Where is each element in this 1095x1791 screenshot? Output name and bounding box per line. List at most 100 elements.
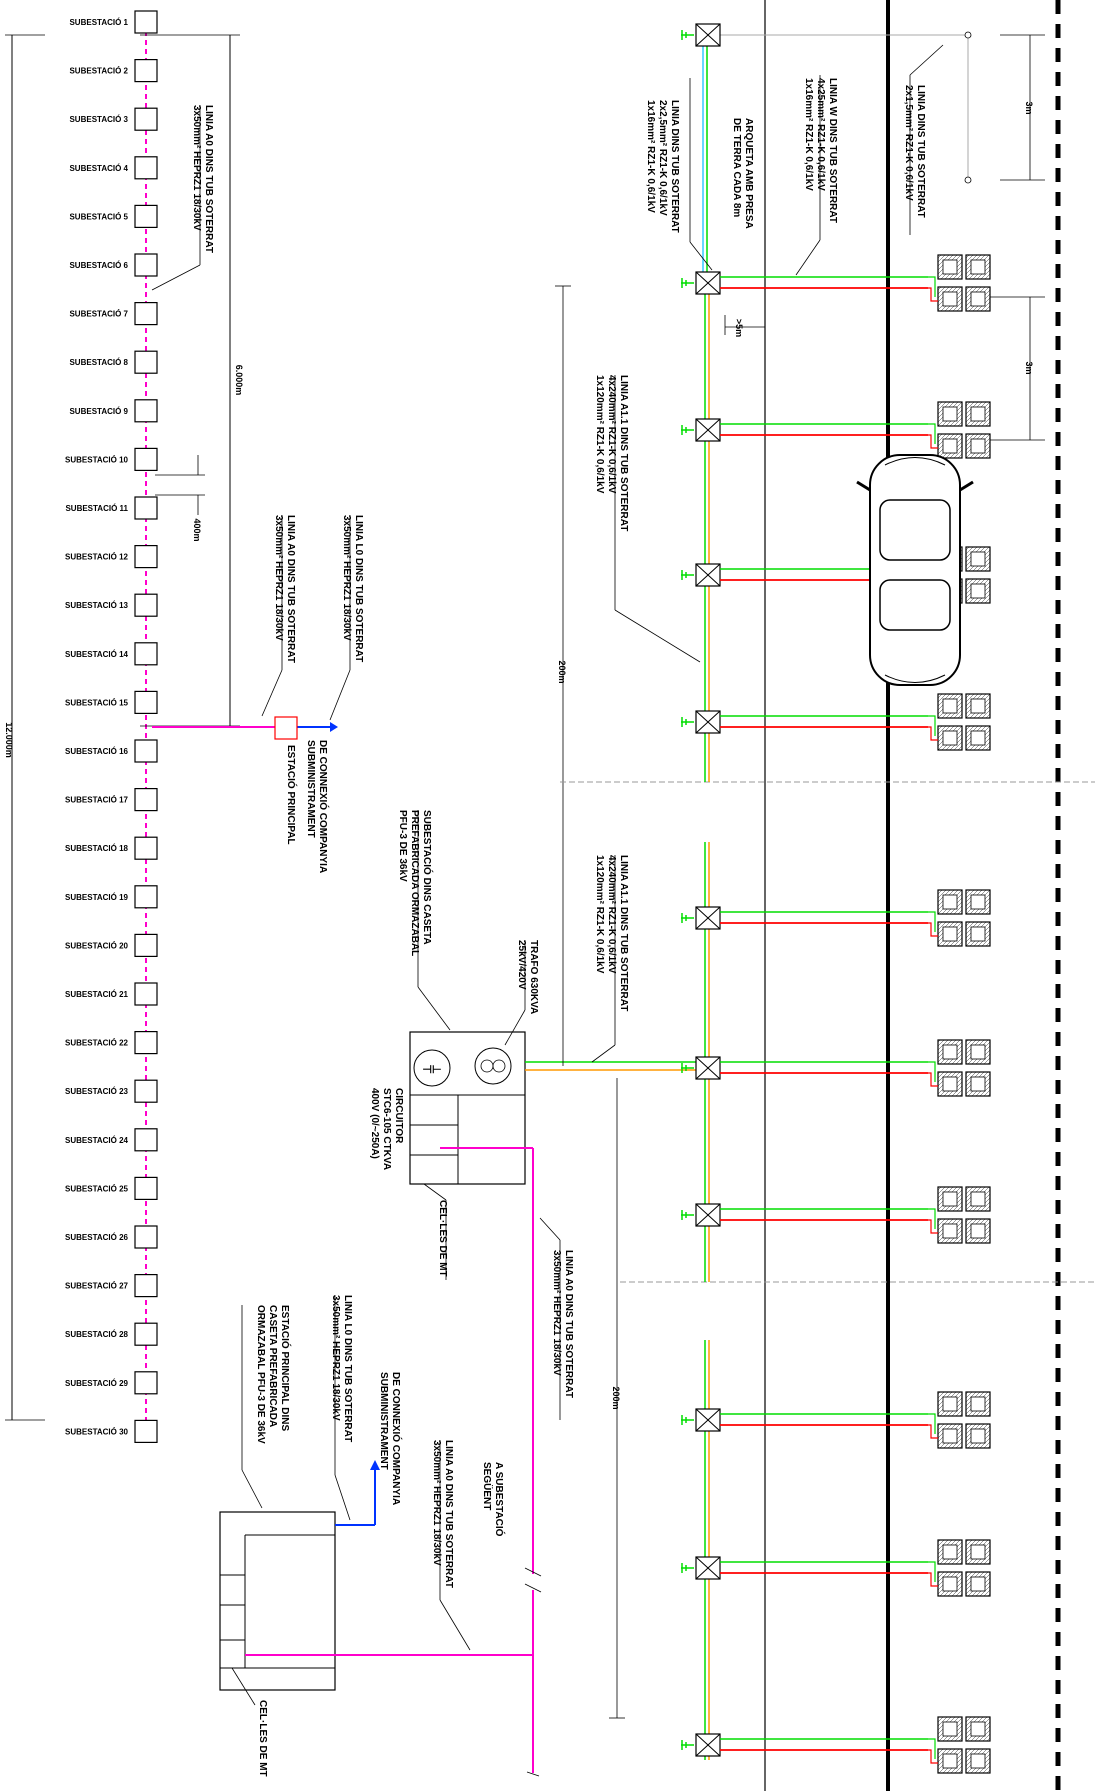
substation-label: SUBESTACIÓ 6 [69, 261, 128, 270]
substation-box [134, 1371, 158, 1395]
substation-label: SUBESTACIÓ 16 [65, 747, 129, 756]
svg-text:CEL·LES DE MT: CEL·LES DE MT [437, 1200, 448, 1277]
label-seguent: A SUBESTACIÓ SEGÜENT [481, 1462, 506, 1537]
svg-text:SUBMINISTRAMENT: SUBMINISTRAMENT [305, 740, 316, 838]
substation-label: SUBESTACIÓ 12 [65, 553, 129, 562]
lighting-pole [681, 1391, 991, 1449]
substation-box [134, 1225, 158, 1249]
svg-text:3x50mm² HEPRZ1 18/30kV: 3x50mm² HEPRZ1 18/30kV [191, 105, 202, 231]
svg-text:SEGÜENT: SEGÜENT [481, 1462, 494, 1510]
svg-text:LINIA L0 DINS TUB SOTERRAT: LINIA L0 DINS TUB SOTERRAT [342, 1295, 353, 1442]
label-a0-top: LINIA A0 DINS TUB SOTERRAT 3x50mm² HEPRZ… [191, 105, 214, 253]
substation-box [134, 496, 158, 520]
svg-text:LINIA A0 DINS TUB SOTERRAT: LINIA A0 DINS TUB SOTERRAT [203, 105, 214, 253]
label-linia-dins: LINIA DINS TUB SOTERRAT 2x2,5mm² RZ1-K 0… [645, 100, 680, 233]
substation-box [134, 982, 158, 1006]
substation-label: SUBESTACIÓ 15 [65, 698, 129, 707]
dimension-half-label: 6.000m [234, 365, 244, 396]
label-company-top: DE CONNEXIÓ COMPANYIA SUBMINISTRAMENT [305, 740, 330, 873]
substation-box [134, 156, 158, 180]
substation-label: SUBESTACIÓ 26 [65, 1233, 129, 1242]
svg-text:25kV/420V: 25kV/420V [516, 940, 527, 990]
circuitor-symbol [413, 1049, 451, 1087]
substation-box [134, 593, 158, 617]
svg-text:A SUBESTACIÓ: A SUBESTACIÓ [493, 1462, 506, 1537]
substation-label: SUBESTACIÓ 13 [65, 601, 129, 610]
substation-box [134, 690, 158, 715]
svg-text:3x50mm² HEPRZ1 18/30kV: 3x50mm² HEPRZ1 18/30kV [330, 1295, 341, 1421]
lighting-pole [681, 23, 721, 47]
svg-text:2x2,5mm² RZ1-K 0,6/1kV: 2x2,5mm² RZ1-K 0,6/1kV [657, 100, 668, 216]
svg-text:1x16mm² RZ1-K 0,6/1kV: 1x16mm² RZ1-K 0,6/1kV [803, 78, 814, 191]
dimension-box-gap: 3m [990, 296, 1045, 441]
svg-text:SUBESTACIÓ DINS CASETA: SUBESTACIÓ DINS CASETA [421, 810, 434, 945]
svg-text:LINIA A1.1 DINS TUB SOTERRAT: LINIA A1.1 DINS TUB SOTERRAT [618, 855, 629, 1011]
substation-box [134, 1079, 158, 1103]
dimension-total: 12.000m [4, 34, 45, 1421]
substation-label: SUBESTACIÓ 11 [65, 504, 128, 513]
svg-text:PFU-3 DE 36kV: PFU-3 DE 36kV [397, 810, 408, 882]
substation-box [134, 447, 158, 471]
substation-label: SUBESTACIÓ 9 [69, 407, 128, 416]
svg-text:STC6-105 CTKVA: STC6-105 CTKVA [381, 1088, 392, 1170]
substation-label: SUBESTACIÓ 4 [69, 164, 128, 173]
label-linia-a1-top: LINIA A1.1 DINS TUB SOTERRAT 4x240mm² RZ… [594, 375, 629, 531]
svg-text:1x16mm² RZ1-K 0,6/1kV: 1x16mm² RZ1-K 0,6/1kV [645, 100, 656, 213]
svg-text:LINIA A0 DINS TUB SOTERRAT: LINIA A0 DINS TUB SOTERRAT [443, 1440, 454, 1588]
dimension-total-label: 12.000m [4, 722, 14, 758]
label-company-bottom: DE CONNEXIÓ COMPANYIA SUBMINISTRAMENT [378, 1372, 403, 1505]
substation-box [134, 885, 158, 909]
label-l0-top: LINIA L0 DINS TUB SOTERRAT 3x50mm² HEPRZ… [341, 515, 364, 662]
substation-caseta: ⊣⊢ [409, 1031, 526, 1185]
substation-label: SUBESTACIÓ 27 [65, 1282, 129, 1291]
substation-label: SUBESTACIÓ 30 [65, 1427, 129, 1436]
substation-label: SUBESTACIÓ 22 [65, 1039, 129, 1048]
dimension-seg2: 200m [609, 1078, 625, 1719]
svg-text:DE CONNEXIÓ COMPANYIA: DE CONNEXIÓ COMPANYIA [390, 1372, 403, 1505]
svg-text:1x120mm² RZ1-K 0,6/1kV: 1x120mm² RZ1-K 0,6/1kV [594, 375, 605, 494]
substation-box [134, 642, 158, 666]
substation-box [134, 1419, 158, 1444]
svg-text:3x50mm² HEPRZ1 18/30kV: 3x50mm² HEPRZ1 18/30kV [273, 515, 284, 641]
substation-box [134, 10, 158, 34]
label-arqueta: ARQUETA AMB PRESA DE TERRA CADA 8m [731, 118, 754, 229]
lighting-pole [681, 889, 991, 947]
estacio-principal-bottom [219, 1511, 336, 1691]
svg-text:LINIA DINS TUB SOTERRAT: LINIA DINS TUB SOTERRAT [669, 100, 680, 233]
svg-text:2x1,5mm² RZ1-K 0,6/1kV: 2x1,5mm² RZ1-K 0,6/1kV [903, 85, 914, 201]
svg-text:3m: 3m [1024, 101, 1034, 114]
svg-text:⊣⊢: ⊣⊢ [422, 1063, 441, 1076]
substation-label: SUBESTACIÓ 20 [65, 941, 129, 950]
label-trafo: TRAFO 630KVA 25kV/420V [516, 940, 539, 1014]
substation-box [134, 58, 158, 83]
substation-label: SUBESTACIÓ 10 [65, 455, 129, 464]
substation-label: SUBESTACIÓ 17 [65, 796, 129, 805]
substation-label: SUBESTACIÓ 3 [69, 115, 128, 124]
svg-text:3m: 3m [1024, 361, 1034, 374]
substation-box [134, 1176, 158, 1201]
substation-box [134, 253, 158, 277]
svg-text:DE CONNEXIÓ COMPANYIA: DE CONNEXIÓ COMPANYIA [317, 740, 330, 873]
svg-text:4x25mm² RZ1-K 0,6/1kV: 4x25mm² RZ1-K 0,6/1kV [815, 78, 826, 191]
svg-text:ARQUETA AMB PRESA: ARQUETA AMB PRESA [743, 118, 754, 229]
label-subest-caseta: SUBESTACIÓ DINS CASETA PREFABRICADA ORMA… [397, 810, 434, 956]
svg-text:4x240mm² RZ1-K 0,6/1kV: 4x240mm² RZ1-K 0,6/1kV [606, 375, 617, 494]
substation-label: SUBESTACIÓ 5 [69, 212, 128, 221]
svg-text:LINIA L0 DINS TUB SOTERRAT: LINIA L0 DINS TUB SOTERRAT [353, 515, 364, 662]
svg-text:3x50mm² HEPRZ1 18/30kV: 3x50mm² HEPRZ1 18/30kV [431, 1440, 442, 1566]
svg-text:LINIA A1.1 DINS TUB SOTERRAT: LINIA A1.1 DINS TUB SOTERRAT [618, 375, 629, 531]
car-icon [856, 454, 974, 686]
substation-label: SUBESTACIÓ 7 [69, 310, 128, 319]
substation-label: SUBESTACIÓ 28 [65, 1330, 129, 1339]
svg-text:CEL·LES DE MT: CEL·LES DE MT [257, 1700, 268, 1777]
label-a0-mid: LINIA A0 DINS TUB SOTERRAT 3x50mm² HEPRZ… [273, 515, 296, 663]
label-estacio-bottom: ESTACIÓ PRINCIPAL DINS CASETA PREFABRICA… [255, 1305, 292, 1444]
svg-text:LINIA A0 DINS TUB SOTERRAT: LINIA A0 DINS TUB SOTERRAT [563, 1250, 574, 1398]
lighting-pole [681, 693, 991, 751]
label-circuitor: CIRCUITOR STC6-105 CTKVA 400V (0/~250A) [369, 1088, 404, 1170]
lighting-poles [681, 23, 991, 1774]
lighting-pole [681, 1186, 991, 1244]
label-celles-mid: CEL·LES DE MT [437, 1200, 448, 1277]
substation-label: SUBESTACIÓ 18 [65, 844, 129, 853]
